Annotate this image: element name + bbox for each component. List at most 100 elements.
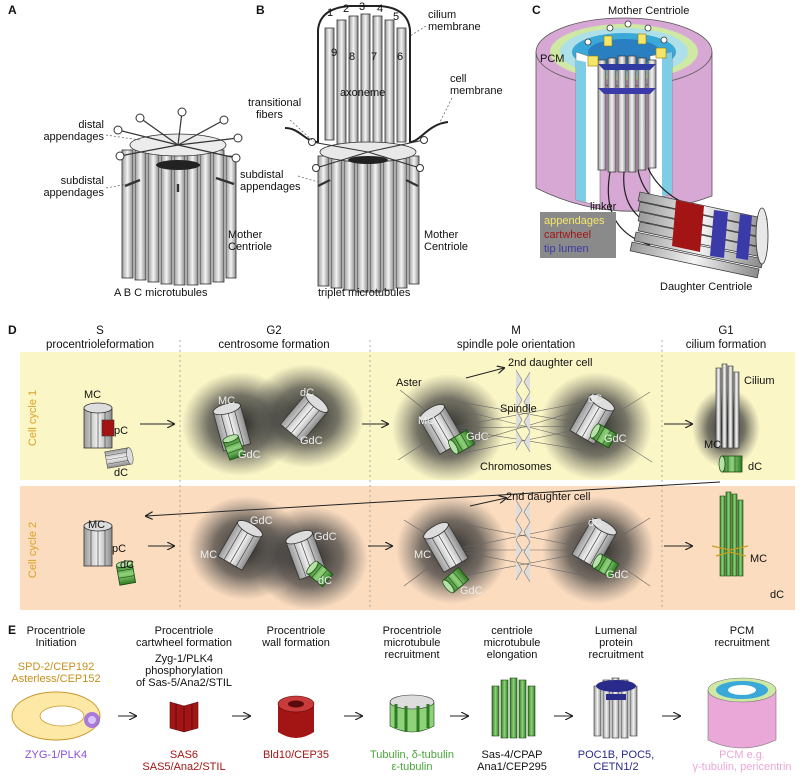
step7-title-line: recruitment	[714, 637, 769, 649]
svg-text:8: 8	[349, 51, 355, 63]
legend-tip-lumen: tip lumen	[544, 243, 589, 255]
svg-text:fibers: fibers	[256, 109, 283, 121]
panel-d-letter: D	[8, 323, 17, 337]
step2-title-line: Procentriole	[155, 625, 214, 637]
step3-title-line: Procentriole	[267, 625, 326, 637]
step2-title-line: cartwheel formation	[136, 637, 232, 649]
svg-text:transitional: transitional	[248, 97, 301, 109]
c1-g1-cilium: Cilium MC dC	[692, 363, 775, 473]
cycle2-label: Cell cycle 2	[27, 522, 39, 578]
step4-title-line: recruitment	[384, 649, 439, 661]
svg-text:S: S	[96, 325, 104, 337]
step6-protein-line: POC1B, POC5,	[578, 749, 654, 761]
step1-upstream-line: SPD-2/CEP192	[18, 661, 94, 673]
step6-protein-line: CETN1/2	[593, 761, 638, 773]
svg-text:G1: G1	[718, 325, 733, 337]
step4-title-line: microtubule	[384, 637, 441, 649]
panel-c-daughter-centriole	[629, 191, 769, 279]
panel-c-daughter-label: Daughter Centriole	[660, 281, 752, 293]
svg-text:GdC: GdC	[460, 585, 483, 597]
svg-text:Spindle: Spindle	[500, 403, 537, 415]
step2-upstream-line: phosphorylation	[145, 665, 223, 677]
svg-text:2: 2	[343, 3, 349, 15]
svg-text:PCM: PCM	[540, 53, 564, 65]
svg-text:distal: distal	[78, 119, 104, 131]
step3-title-line: wall formation	[261, 637, 330, 649]
svg-text:7: 7	[371, 51, 377, 63]
svg-text:GdC: GdC	[250, 515, 273, 527]
svg-text:GdC: GdC	[300, 435, 323, 447]
svg-text:dC: dC	[318, 575, 332, 587]
svg-text:MC: MC	[704, 439, 721, 451]
svg-text:Cilium: Cilium	[744, 375, 775, 387]
step6-title-line: Lumenal	[595, 625, 637, 637]
svg-text:dC: dC	[770, 589, 784, 601]
step5-title-line: elongation	[487, 649, 538, 661]
svg-text:1: 1	[327, 7, 333, 19]
svg-text:Centriole: Centriole	[424, 241, 468, 253]
panel-b-cilium	[284, 5, 449, 293]
svg-text:MC: MC	[418, 415, 435, 427]
panel-c-mother-centriole: PCM	[540, 20, 668, 173]
step7-protein-line: γ-tubulin, pericentrin	[692, 761, 791, 773]
panel-c-linker-label: linker	[590, 201, 617, 213]
svg-text:dC: dC	[748, 461, 762, 473]
c1-pc: pC	[114, 425, 128, 437]
step1-title-line: Initiation	[36, 637, 77, 649]
svg-text:procentrioleformation: procentrioleformation	[46, 339, 154, 351]
c1-m-spindle: Aster Spindle Chromosomes MC GdC dC GdC …	[392, 357, 653, 482]
step7-title-line: PCM	[730, 625, 754, 637]
svg-text:cell: cell	[450, 73, 467, 85]
panel-a-letter: A	[8, 3, 17, 17]
pathway-step-titles: ProcentrioleInitiationSPD-2/CEP192Asterl…	[11, 625, 791, 773]
svg-text:subdistal: subdistal	[240, 169, 283, 181]
step1-ring	[11, 691, 101, 741]
step6-lumenal	[593, 677, 638, 739]
svg-text:2nd daughter cell: 2nd daughter cell	[506, 491, 590, 503]
c2-s-centrioles: MC pC dC	[83, 519, 137, 586]
panel-b-labels: 1 2 3 4 5 6 7 8 9 cilium membrane cell m…	[240, 1, 503, 299]
svg-text:subdistal: subdistal	[61, 175, 104, 187]
step7-protein-line: PCM e.g.	[719, 749, 765, 761]
svg-text:GdC: GdC	[466, 431, 489, 443]
c1-dc: dC	[114, 467, 128, 479]
c2-g2: MC GdC GdC dC	[188, 496, 368, 610]
svg-text:MC: MC	[750, 553, 767, 565]
svg-text:MC: MC	[200, 549, 217, 561]
svg-text:membrane: membrane	[450, 85, 503, 97]
svg-text:centrosome formation: centrosome formation	[218, 339, 329, 351]
svg-text:dC: dC	[300, 387, 314, 399]
step5-protein-line: Sas-4/CPAP	[482, 749, 543, 761]
panel-c-title: Mother Centriole	[608, 5, 689, 17]
svg-text:membrane: membrane	[428, 21, 481, 33]
panel-b-letter: B	[256, 3, 265, 17]
svg-text:Mother: Mother	[228, 229, 263, 241]
c1-g2: MC GdC dC GdC	[182, 364, 364, 476]
step5-title-line: centriole	[491, 625, 533, 637]
svg-text:appendages: appendages	[240, 181, 301, 193]
panel-e-letter: E	[8, 623, 16, 637]
svg-text:GdC: GdC	[606, 569, 629, 581]
svg-text:GdC: GdC	[238, 449, 261, 461]
svg-text:MC: MC	[218, 395, 235, 407]
step4-protein-line: Tubulin, δ-tubulin	[370, 749, 454, 761]
svg-text:Centriole: Centriole	[228, 241, 272, 253]
svg-text:dC: dC	[588, 517, 602, 529]
step1-title-line: Procentriole	[27, 625, 86, 637]
svg-text:M: M	[511, 325, 521, 337]
svg-text:GdC: GdC	[604, 433, 627, 445]
step2-upstream-line: Zyg-1/PLK4	[155, 653, 213, 665]
panel-c-legend: appendages cartwheel tip lumen	[540, 212, 616, 258]
svg-text:appendages: appendages	[43, 187, 104, 199]
step2-protein-line: SAS6	[170, 749, 198, 761]
step3-wall	[277, 695, 315, 738]
step5-protein-line: Ana1/CEP295	[477, 761, 547, 773]
svg-text:G2: G2	[266, 325, 281, 337]
svg-text:MC: MC	[88, 519, 105, 531]
phase-dividers	[179, 340, 663, 610]
panel-a-centriole	[113, 107, 243, 286]
step6-title-line: protein	[599, 637, 633, 649]
c1-s-centrioles: MC pC dC	[83, 389, 135, 479]
svg-text:2nd daughter cell: 2nd daughter cell	[508, 357, 592, 369]
legend-cartwheel: cartwheel	[544, 229, 591, 241]
